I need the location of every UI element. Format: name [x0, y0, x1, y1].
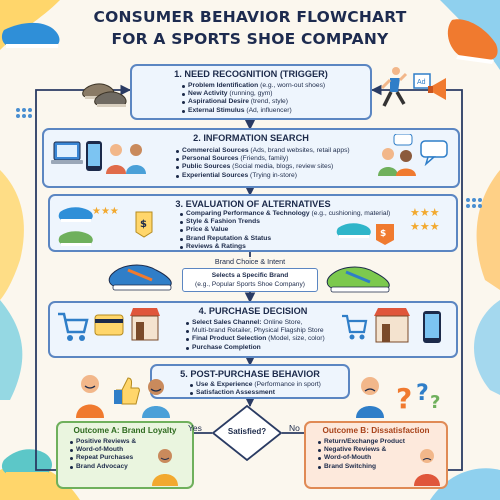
title-line-2: FOR A SPORTS SHOE COMPANY: [111, 30, 389, 48]
shoe-rating-icon: ★★★: [58, 206, 119, 246]
list-item: Select Sales Channel: Online Store,: [186, 319, 325, 327]
question-mark-icon: ? ? ?: [396, 381, 440, 414]
list-item: New Activity (running, gym): [182, 90, 325, 98]
sneaker-icon: [108, 264, 172, 291]
decision-diamond: [211, 404, 283, 462]
sneaker-icon: [326, 266, 390, 293]
svg-text:?: ?: [416, 381, 429, 406]
svg-text:★★★: ★★★: [410, 220, 440, 232]
phone-icon: [423, 311, 441, 343]
list-item: Multi-brand Retailer, Physical Flagship …: [186, 327, 325, 335]
list-item: External Stimulus (Ad, influencer): [182, 107, 325, 115]
people-icon: [378, 134, 416, 176]
brand-choice-line-1: Selects a Specific Brand: [211, 272, 289, 279]
svg-text:★★★: ★★★: [92, 206, 119, 217]
stage-items: Comparing Performance & Technology (e.g.…: [180, 210, 390, 251]
price-tag-icon: $: [135, 211, 153, 238]
svg-text:$: $: [140, 219, 147, 230]
phone-icon: [86, 141, 102, 171]
corner-shoe-icon: [1, 449, 52, 477]
yes-label: Yes: [188, 423, 202, 433]
stage-need-recognition: 1. NEED RECOGNITION (TRIGGER) Problem Id…: [130, 64, 372, 120]
storefront-icon: [374, 308, 410, 343]
people-icon: [106, 144, 146, 174]
list-item: Comparing Performance & Technology (e.g.…: [180, 210, 390, 218]
title-line-1: CONSUMER BEHAVIOR FLOWCHART: [93, 8, 407, 26]
list-item: Brand Advocacy: [70, 463, 136, 471]
list-item: Brand Reputation & Status: [180, 235, 390, 243]
no-label: No: [289, 423, 300, 433]
outcome-title: Outcome B: Dissatisfaction: [322, 426, 430, 435]
outcome-items: Positive Reviews & Word-of-Mouth Repeat …: [70, 438, 136, 471]
happy-person-icon: [76, 375, 104, 418]
laptop-icon: [51, 141, 83, 164]
list-item: Brand Switching: [318, 463, 405, 471]
list-item: Problem Identification (e.g., worn-out s…: [182, 82, 325, 90]
list-item: Positive Reviews &: [70, 438, 136, 446]
list-item: Final Product Selection (Model, size, co…: [186, 335, 325, 343]
megaphone-icon: Ad: [413, 73, 446, 100]
stage-title: 1. NEED RECOGNITION (TRIGGER): [174, 69, 328, 79]
happy-person-icon: [152, 449, 178, 486]
thumbs-up-icon: [114, 377, 140, 405]
star-icon: ★★★ ★★★: [410, 206, 440, 232]
credit-card-icon: [94, 314, 124, 336]
list-item: Price & Value: [180, 226, 390, 234]
list-item: Aspirational Desire (trend, style): [182, 98, 325, 106]
stage-items: Commercial Sources (Ads, brand websites,…: [176, 147, 350, 180]
shoe-pair-icon: [82, 83, 127, 107]
list-item: Reviews & Ratings: [180, 243, 390, 251]
stage-title: 5. POST-PURCHASE BEHAVIOR: [180, 369, 320, 379]
storefront-icon: [130, 308, 160, 341]
brand-choice-line-2: (e.g., Popular Sports Shoe Company): [195, 281, 305, 288]
list-item: Personal Sources (Friends, family): [176, 155, 350, 163]
shoe-rating-icon: $: [336, 223, 394, 245]
list-item: Return/Exchange Product: [318, 438, 405, 446]
stage-title: 3. EVALUATION OF ALTERNATIVES: [175, 199, 331, 209]
list-item: Experiential Sources (Trying in-store): [176, 172, 350, 180]
outcome-title: Outcome A: Brand Loyalty: [73, 426, 177, 435]
stage-title: 4. PURCHASE DECISION: [198, 306, 308, 316]
svg-text:$: $: [380, 229, 386, 239]
svg-text:?: ?: [396, 382, 412, 414]
svg-text:?: ?: [430, 392, 440, 413]
list-item: Use & Experience (Performance in sport): [190, 381, 321, 389]
svg-text:Ad: Ad: [417, 79, 426, 86]
shopping-cart-icon: [58, 312, 89, 341]
decision-label: Satisfied?: [227, 427, 267, 436]
page-title: CONSUMER BEHAVIOR FLOWCHART FOR A SPORTS…: [60, 6, 440, 50]
list-item: Negative Reviews &: [318, 446, 405, 454]
satisfied-decision: Satisfied?: [211, 404, 283, 462]
stage-items: Problem Identification (e.g., worn-out s…: [182, 82, 325, 115]
list-item: Commercial Sources (Ads, brand websites,…: [176, 147, 350, 155]
stage-title: 2. INFORMATION SEARCH: [193, 133, 309, 143]
stage-items: Use & Experience (Performance in sport) …: [190, 381, 321, 397]
brand-choice-label: Brand Choice & Intent: [214, 257, 286, 266]
outcome-items: Return/Exchange Product Negative Reviews…: [318, 438, 405, 471]
list-item: Word-of-Mouth: [318, 454, 405, 462]
list-item: Purchase Completion: [186, 344, 325, 352]
list-item: Public Sources (Social media, blogs, rev…: [176, 163, 350, 171]
brand-choice-box: Selects a Specific Brand (e.g., Popular …: [182, 268, 318, 292]
speech-bubble-icon: [420, 140, 448, 166]
shopping-cart-icon: [342, 314, 368, 340]
list-item: Style & Fashion Trends: [180, 218, 390, 226]
upset-person-icon: [414, 449, 440, 486]
svg-text:★★★: ★★★: [410, 206, 440, 219]
corner-shoe-icon: [1, 22, 60, 48]
upset-person-icon: [356, 377, 384, 418]
stage-items: Select Sales Channel: Online Store, Mult…: [186, 319, 325, 352]
list-item: Satisfaction Assessment: [190, 389, 321, 397]
list-item: Repeat Purchases: [70, 454, 136, 462]
list-item: Word-of-Mouth: [70, 446, 136, 454]
stage-post-purchase-behavior: 5. POST-PURCHASE BEHAVIOR Use & Experien…: [150, 364, 350, 399]
corner-shoe-icon: [447, 19, 498, 64]
runner-icon: [380, 67, 408, 107]
happy-person-icon: [142, 379, 170, 418]
